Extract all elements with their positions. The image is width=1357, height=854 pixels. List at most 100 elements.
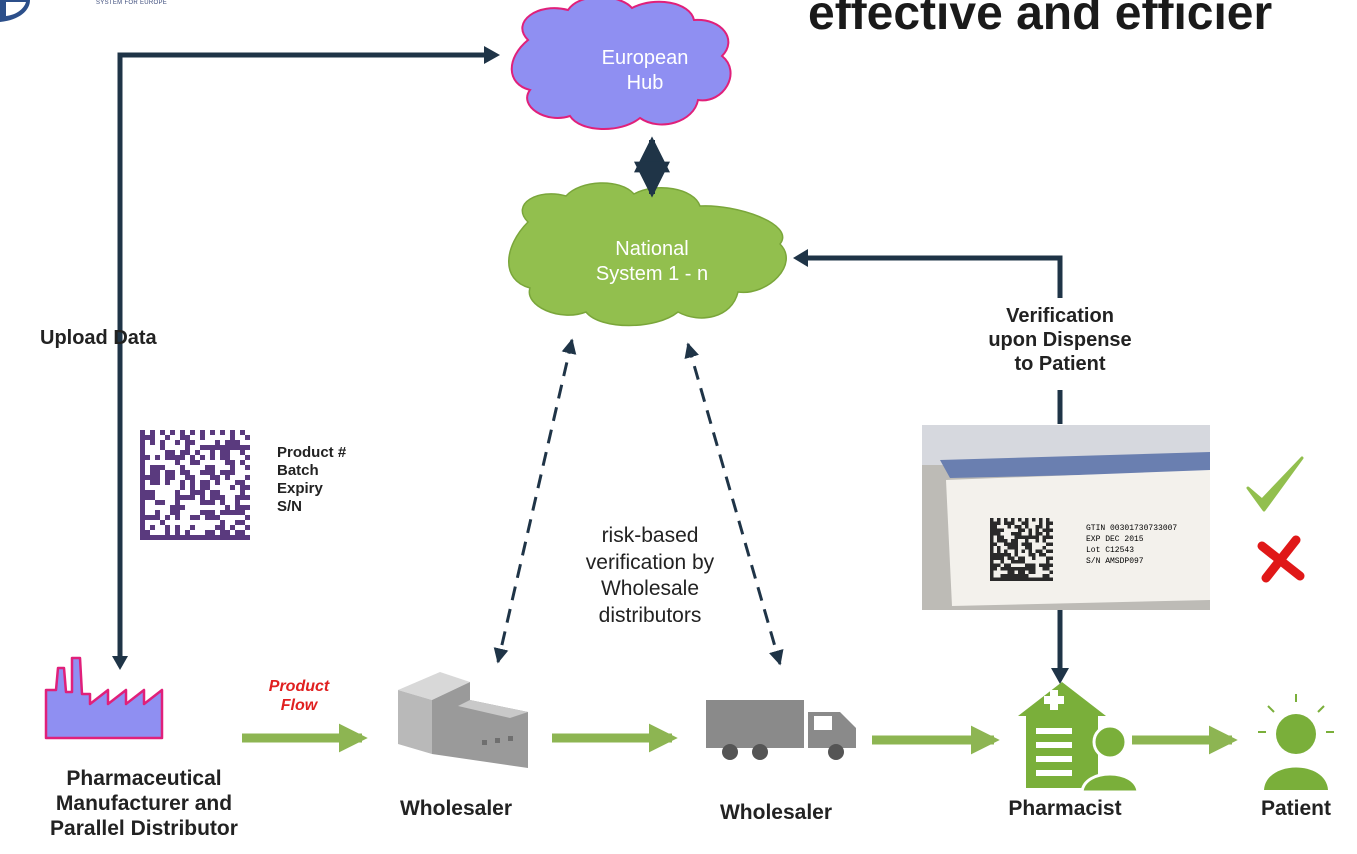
datamatrix-module — [150, 470, 155, 475]
datamatrix-module — [220, 445, 225, 450]
product-flow-line2: Flow — [280, 697, 318, 715]
datamatrix-module — [997, 563, 1001, 567]
datamatrix-module — [155, 480, 160, 485]
datamatrix-module — [190, 495, 195, 500]
datamatrix-module — [235, 500, 240, 505]
datamatrix-module — [990, 553, 994, 557]
upload-data-arrow — [117, 52, 490, 666]
datamatrix-module — [215, 515, 220, 520]
datamatrix-module — [1025, 542, 1029, 546]
datamatrix-module — [240, 535, 245, 540]
datamatrix-module — [230, 535, 235, 540]
datamatrix-module — [180, 430, 185, 435]
datamatrix-module — [245, 435, 250, 440]
datamatrix-module — [1004, 518, 1008, 522]
datamatrix-module — [190, 480, 195, 485]
datamatrix-module — [235, 440, 240, 445]
datamatrix-module — [1046, 567, 1050, 571]
datamatrix-module — [150, 465, 155, 470]
datamatrix-module — [1014, 532, 1018, 536]
datamatrix-module — [240, 530, 245, 535]
datamatrix-module — [180, 485, 185, 490]
datamatrix-module — [140, 520, 145, 525]
datamatrix-module — [990, 528, 994, 532]
datamatrix-module — [200, 470, 205, 475]
datamatrix-module — [145, 515, 150, 520]
datamatrix-module — [175, 530, 180, 535]
datamatrix-module — [160, 520, 165, 525]
datamatrix-module — [185, 470, 190, 475]
datamatrix-module — [195, 490, 200, 495]
datamatrix-module — [1021, 549, 1025, 553]
datamatrix-module — [230, 485, 235, 490]
datamatrix-module — [1042, 528, 1046, 532]
datamatrix-module — [180, 465, 185, 470]
datamatrix-module — [200, 490, 205, 495]
datamatrix-module — [215, 535, 220, 540]
datamatrix-module — [1032, 553, 1036, 557]
datamatrix-module — [200, 485, 205, 490]
datamatrix-module — [1032, 518, 1036, 522]
datamatrix-module — [1049, 549, 1053, 553]
datamatrix-module — [140, 455, 145, 460]
datamatrix-module — [200, 455, 205, 460]
datamatrix-module — [185, 535, 190, 540]
risk-line2: verification by — [585, 550, 715, 574]
datamatrix-module — [1004, 563, 1008, 567]
datamatrix-module — [1035, 528, 1039, 532]
datamatrix-module — [997, 532, 1001, 536]
datamatrix-module — [165, 530, 170, 535]
datamatrix-module — [1000, 560, 1004, 564]
datamatrix-module — [993, 553, 997, 557]
datamatrix-module — [160, 440, 165, 445]
datamatrix-module — [1035, 525, 1039, 529]
datamatrix-module — [990, 567, 994, 571]
field-product: Product # — [277, 444, 347, 461]
warehouse-icon — [398, 672, 528, 768]
datamatrix-module — [170, 470, 175, 475]
datamatrix-module — [1028, 542, 1032, 546]
datamatrix-module — [1039, 518, 1043, 522]
datamatrix-module — [1000, 528, 1004, 532]
datamatrix-module — [185, 435, 190, 440]
datamatrix-module — [1032, 567, 1036, 571]
datamatrix-module — [220, 500, 225, 505]
datamatrix-module — [1035, 539, 1039, 543]
datamatrix-module — [1046, 542, 1050, 546]
datamatrix-module — [990, 521, 994, 525]
datamatrix-module — [1014, 560, 1018, 564]
datamatrix-module — [1039, 532, 1043, 536]
datamatrix-module — [150, 495, 155, 500]
datamatrix-module — [150, 535, 155, 540]
datamatrix-module — [210, 510, 215, 515]
datamatrix-module — [205, 470, 210, 475]
datamatrix-module — [1025, 567, 1029, 571]
field-batch: Batch — [277, 462, 319, 479]
photo-pharmacist-arrowhead — [1051, 668, 1069, 684]
datamatrix-module — [1014, 535, 1018, 539]
datamatrix-module — [1032, 556, 1036, 560]
verification-line2: upon Dispense — [988, 329, 1132, 351]
datamatrix-module — [1032, 535, 1036, 539]
datamatrix-module — [175, 535, 180, 540]
datamatrix-module — [165, 450, 170, 455]
datamatrix-module — [165, 535, 170, 540]
datamatrix-module — [150, 430, 155, 435]
datamatrix-module — [145, 535, 150, 540]
datamatrix-module — [225, 470, 230, 475]
datamatrix-module — [165, 470, 170, 475]
factory-icon — [44, 656, 164, 740]
datamatrix-module — [185, 495, 190, 500]
datamatrix-module — [220, 455, 225, 460]
datamatrix-module — [175, 515, 180, 520]
datamatrix-module — [155, 500, 160, 505]
datamatrix-module — [235, 480, 240, 485]
datamatrix-module — [140, 440, 145, 445]
product-flow-label: Product Flow — [244, 677, 354, 715]
pharmacist-label: Pharmacist — [1008, 797, 1122, 820]
datamatrix-module — [215, 445, 220, 450]
datamatrix-module — [990, 525, 994, 529]
datamatrix-module — [180, 470, 185, 475]
datamatrix-module — [1025, 521, 1029, 525]
